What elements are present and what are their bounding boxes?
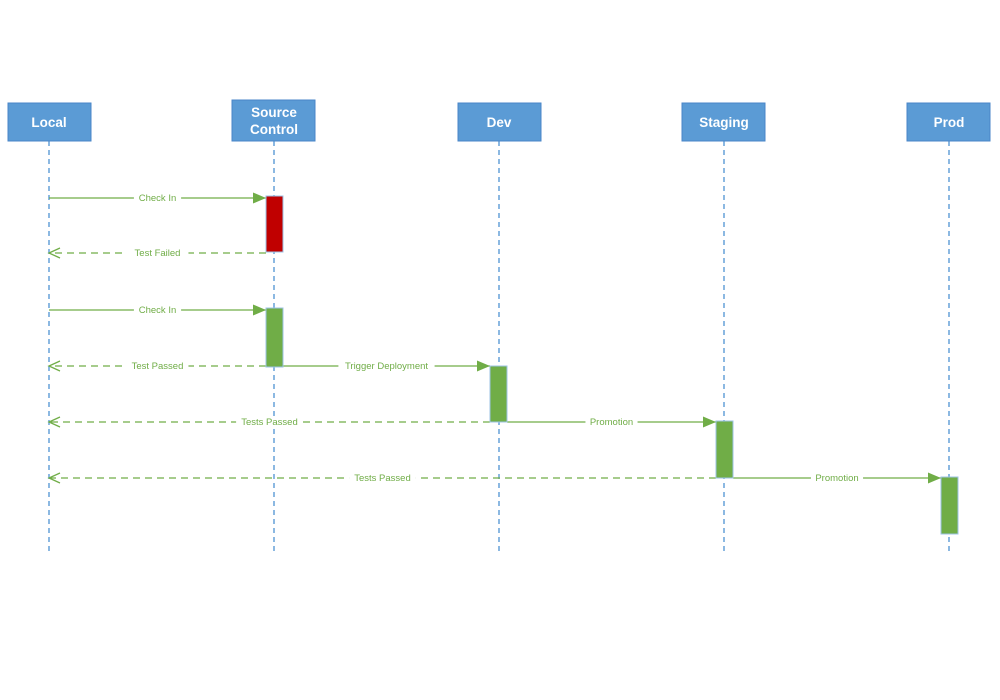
message-label: Check In (139, 193, 177, 204)
message-label: Trigger Deployment (345, 361, 428, 372)
message-label-bg (133, 192, 182, 204)
message-label-bg (126, 247, 189, 259)
solid-arrowhead-icon (477, 360, 490, 372)
message-label-bg (338, 360, 435, 372)
actor-title-line: Local (31, 115, 66, 130)
open-arrowhead-icon (47, 247, 61, 259)
message-label-bg (126, 360, 189, 372)
message-label-bg (236, 416, 303, 428)
solid-arrowhead-icon (928, 472, 941, 484)
actor-title-local: Local (31, 115, 66, 130)
actor-title-prod: Prod (934, 115, 965, 130)
open-arrowhead-icon (47, 416, 61, 428)
solid-arrowhead-icon (253, 192, 266, 204)
message-label-bg (133, 304, 182, 316)
open-arrowhead-icon (47, 472, 61, 484)
open-arrowhead-icon (47, 360, 61, 372)
actor-title-line: Source (251, 105, 297, 120)
message-label-bg (810, 472, 864, 484)
actor-title-line: Prod (934, 115, 965, 130)
message-label: Test Failed (135, 248, 181, 259)
actor-box-dev (457, 102, 542, 142)
message-label-bg (585, 416, 638, 428)
actor-box-local (7, 102, 92, 142)
actor-title-staging: Staging (699, 115, 749, 130)
actor-box-staging (681, 102, 766, 142)
activation-bar-dev-green (489, 365, 508, 423)
message-label: Check In (139, 305, 177, 316)
activation-bar-prod-green (940, 476, 959, 535)
actor-title-line: Control (250, 122, 298, 137)
actor-box-source-control (231, 99, 316, 142)
message-label: Tests Passed (354, 473, 411, 484)
activation-bar-source-control-red (265, 195, 284, 253)
actor-title-line: Staging (699, 115, 749, 130)
message-label: Test Passed (132, 361, 184, 372)
message-label: Promotion (815, 473, 858, 484)
actor-title-line: Dev (487, 115, 512, 130)
solid-arrowhead-icon (703, 416, 716, 428)
activation-bar-staging-green (715, 420, 734, 479)
activation-bar-source-control-green (265, 307, 284, 368)
message-label: Promotion (590, 417, 633, 428)
actor-title-dev: Dev (487, 115, 512, 130)
solid-arrowhead-icon (253, 304, 266, 316)
message-label: Tests Passed (241, 417, 298, 428)
actor-box-prod (906, 102, 991, 142)
message-label-bg (349, 472, 416, 484)
